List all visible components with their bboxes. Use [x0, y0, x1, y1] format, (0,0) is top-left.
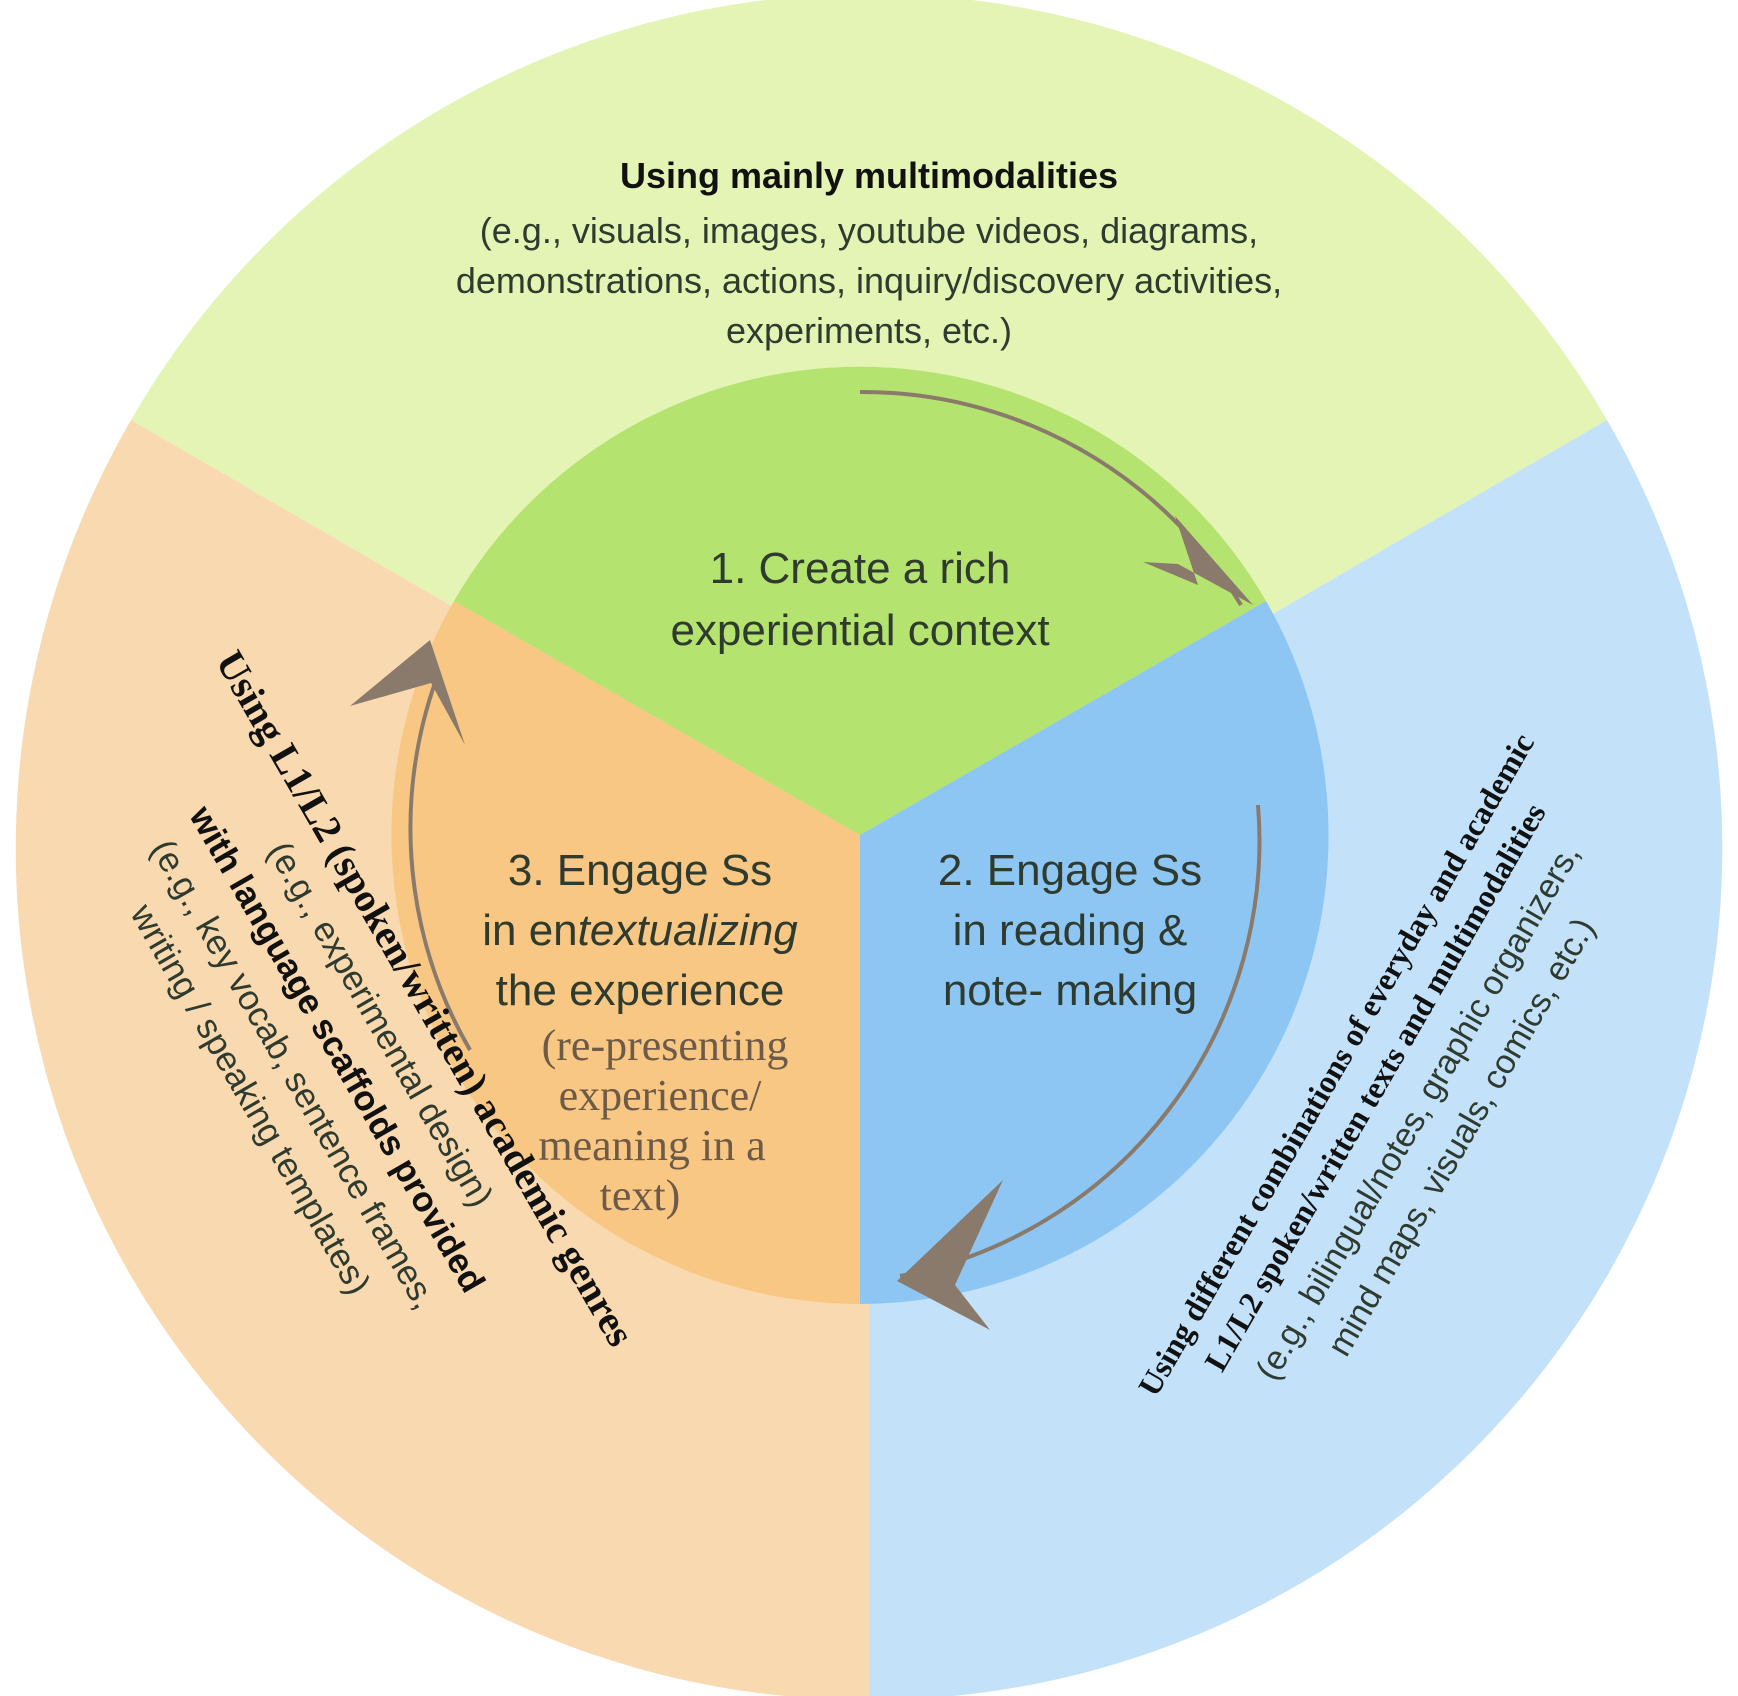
outer-top-title: Using mainly multimodalities: [620, 155, 1118, 196]
stage-1-line2: experiential context: [670, 606, 1049, 655]
inner-segment-left: [391, 601, 860, 1304]
outer-top-line1: (e.g., visuals, images, youtube videos, …: [480, 210, 1258, 251]
cycle-arrows: [350, 389, 1262, 1330]
outer-top-line3: experiments, etc.): [726, 310, 1012, 351]
stage-2-line1: 2. Engage Ss: [938, 846, 1202, 895]
stage-2-line2: in reading &: [953, 906, 1188, 955]
stage-1-label: 1. Create a rich experiential context: [670, 544, 1049, 655]
stage-3-note2: experience/: [559, 1071, 763, 1120]
chevron-arrow-icon: [897, 1180, 1003, 1330]
stage-3-label: 3. Engage Ss in entextualizing the exper…: [482, 846, 798, 1220]
outer-top-line2: demonstrations, actions, inquiry/discove…: [456, 260, 1282, 301]
cycle-arc: [408, 679, 472, 1052]
outer-ring: [15, 0, 1723, 1696]
stage-2-line3: note- making: [943, 966, 1197, 1015]
inner-segment-top: [454, 366, 1266, 835]
stage-3-note1: (re-presenting: [542, 1021, 789, 1070]
chevron-arrow-icon: [1143, 516, 1253, 605]
stage-2-label: 2. Engage Ss in reading & note- making: [938, 846, 1202, 1015]
outer-top-text: Using mainly multimodalities (e.g., visu…: [456, 155, 1282, 351]
stage-3-note3: meaning in a: [538, 1121, 765, 1170]
inner-segment-right: [860, 601, 1329, 1304]
stage-1-line1: 1. Create a rich: [710, 544, 1011, 593]
inner-circle: [391, 366, 1329, 1304]
cycle-arc: [899, 804, 1262, 1278]
stage-3-line3: the experience: [496, 966, 785, 1015]
stage-3-line2-italic: textualizing: [578, 906, 799, 955]
chevron-arrow-icon: [350, 640, 465, 745]
stage-3-line1: 3. Engage Ss: [508, 846, 772, 895]
stage-3-note4: text): [600, 1171, 681, 1220]
stage-3-line2-plain: in en: [482, 906, 577, 955]
stage-3-line2: in entextualizing: [482, 906, 798, 955]
